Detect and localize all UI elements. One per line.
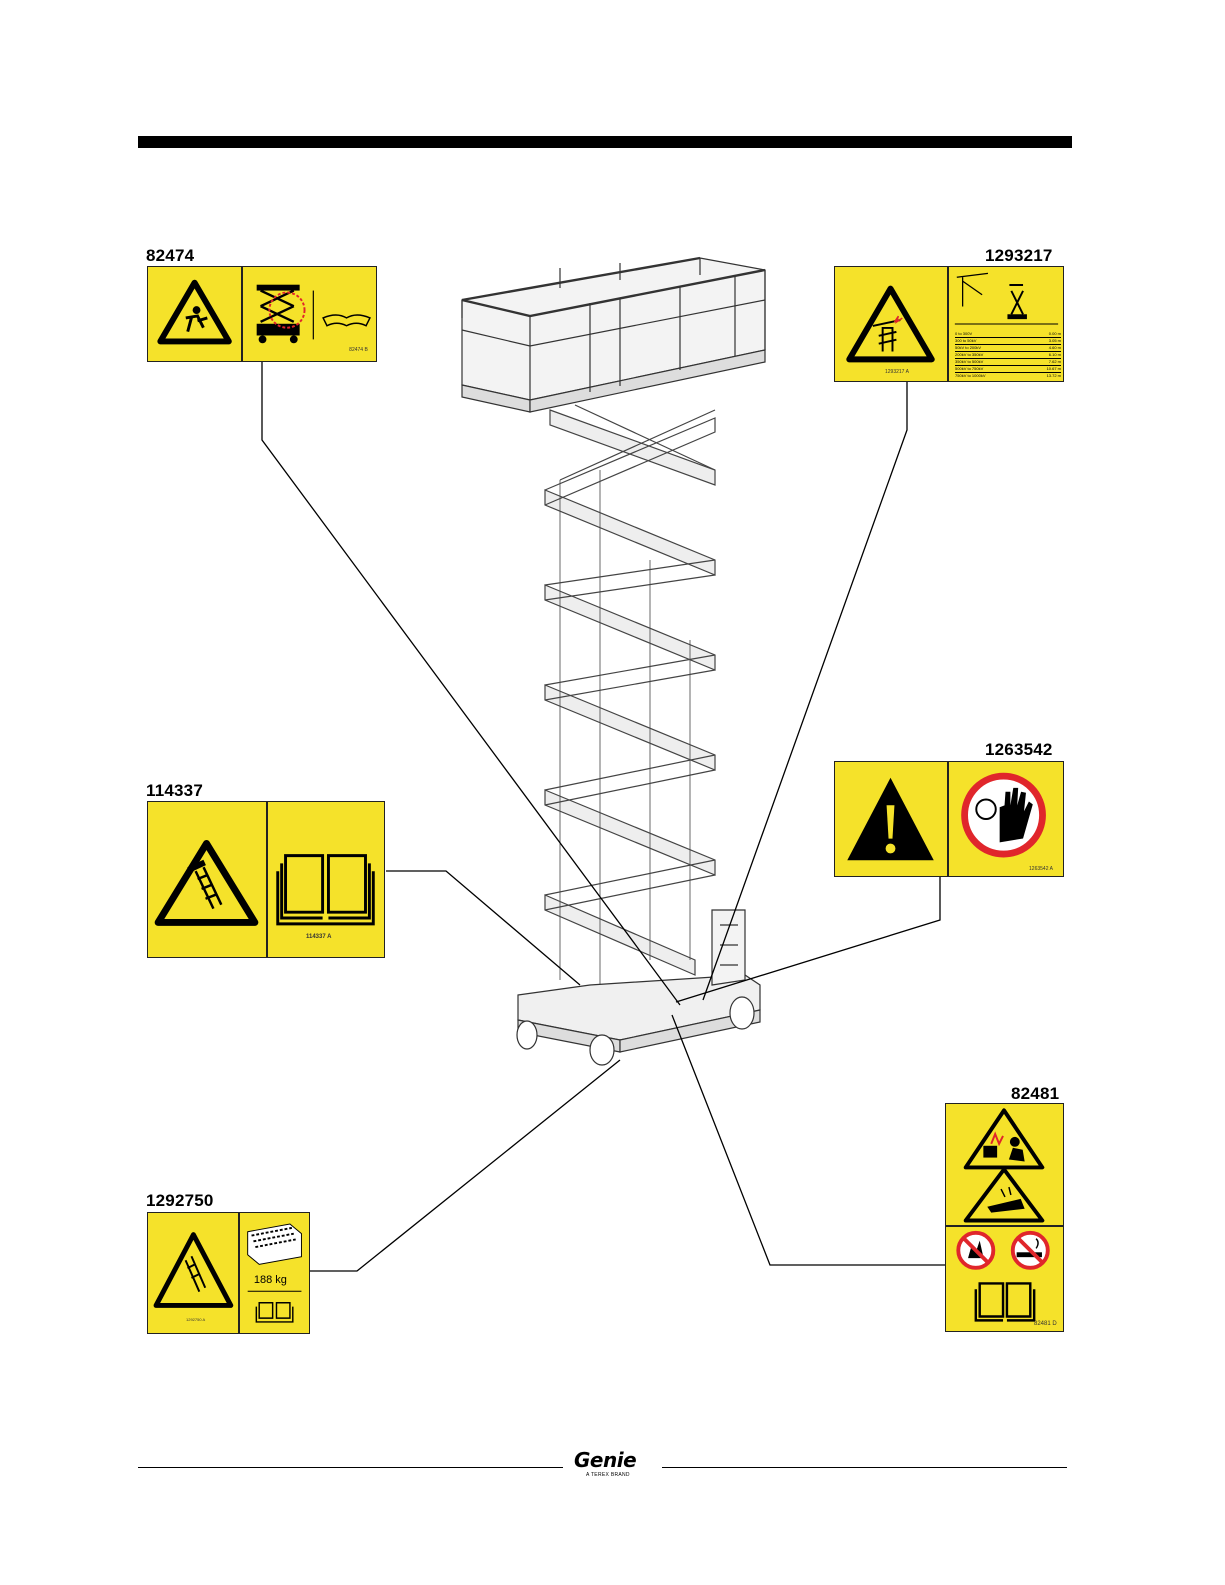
decal-code: 1292750 A — [186, 1317, 205, 1322]
decal-114337: 114337 A — [147, 801, 385, 958]
no-flames-no-smoking-icons — [946, 1227, 1063, 1331]
clearance-table: 0 to 300V 0.00 m 300 to 50kV 3.05 m 50kV t… — [955, 331, 1061, 379]
battery-box-weight-icon — [240, 1213, 309, 1333]
tip-over-hazard-warning-icon — [148, 1213, 238, 1333]
clearance-voltage: 200kV to 350kV — [955, 352, 983, 358]
decal-code: 82481 D — [1034, 1321, 1057, 1327]
brand-wordmark: Genie — [574, 1448, 636, 1472]
decal-number-1263542: 1263542 — [985, 740, 1053, 760]
clearance-voltage: 50kV to 200kV — [955, 345, 981, 351]
decal-1292750: 1292750 A 188 kg — [147, 1212, 310, 1334]
genie-logo: Genie A TEREX BRAND — [572, 1448, 652, 1484]
clearance-distance: 7.62 m — [1049, 359, 1061, 365]
decal-code: 82474 B — [349, 347, 368, 353]
decal-code: 114337 A — [306, 934, 331, 940]
battery-weight-label: 188 kg — [254, 1274, 287, 1286]
no-unauthorized-operation-icon — [949, 762, 1063, 876]
clearance-voltage: 350kV to 500kV — [955, 359, 983, 365]
clearance-distance: 13.72 m — [1047, 373, 1061, 379]
clearance-voltage: 750kV to 1000kV — [955, 373, 985, 379]
decal-number-82481: 82481 — [1011, 1084, 1059, 1104]
footer-rule-left — [138, 1467, 563, 1468]
decal-82474: 82474 B — [147, 266, 377, 362]
decal-number-1292750: 1292750 — [146, 1191, 214, 1211]
decal-1263542: 1263542 A — [834, 761, 1064, 877]
decal-82481: 82481 D — [945, 1103, 1064, 1332]
footer-rule-right — [662, 1467, 1067, 1468]
tip-over-hazard-warning-icon — [148, 802, 266, 957]
general-warning-icon — [835, 762, 947, 876]
explosion-and-burn-hazard-icon — [946, 1104, 1063, 1225]
clearance-distance: 4.60 m — [1049, 345, 1061, 351]
clearance-distance: 10.67 m — [1047, 366, 1061, 372]
clearance-distance: 6.10 m — [1049, 352, 1061, 358]
clearance-distance: 3.05 m — [1049, 338, 1061, 344]
decal-code: 1293217 A — [885, 369, 909, 375]
electrocution-hazard-warning-icon — [835, 267, 947, 381]
brand-tagline: A TEREX BRAND — [586, 1472, 630, 1478]
decal-number-82474: 82474 — [146, 246, 194, 266]
clearance-voltage: 300 to 50kV — [955, 338, 976, 344]
clearance-voltage: 500kV to 750kV — [955, 366, 983, 372]
decal-number-1293217: 1293217 — [985, 246, 1053, 266]
fall-hazard-warning-icon — [148, 267, 241, 361]
decal-number-114337: 114337 — [146, 781, 203, 801]
decal-1293217: 1293217 A 0 to 300V 0.00 m 300 to 50kV 3.0… — [834, 266, 1064, 382]
clearance-distance: 0.00 m — [1049, 331, 1061, 337]
clearance-voltage: 0 to 300V — [955, 331, 972, 337]
decal-code: 1263542 A — [1029, 866, 1053, 872]
